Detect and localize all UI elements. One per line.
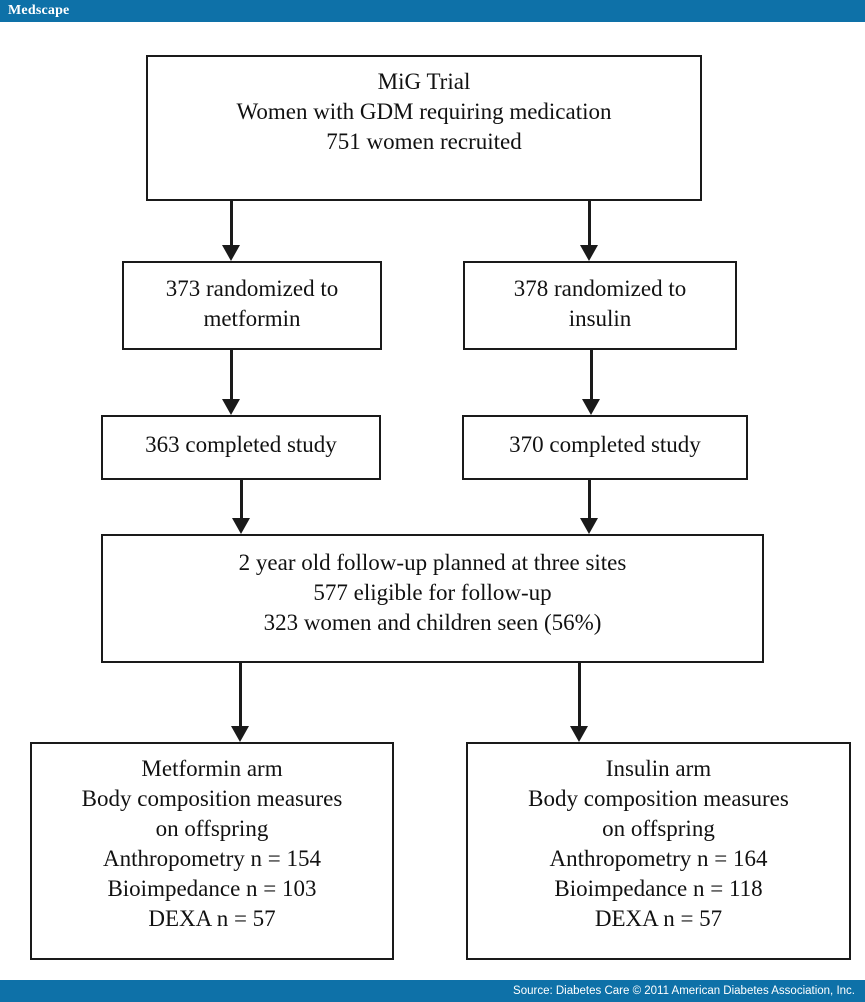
node-metformin-arm-line-6: DEXA n = 57	[148, 906, 276, 931]
node-insulin-arm-line-2: Body composition measures	[528, 786, 789, 811]
node-insulin-arm-line-6: DEXA n = 57	[594, 906, 723, 931]
node-metformin-arm-line-1: Metformin arm	[141, 756, 283, 781]
arrow-shaft	[239, 480, 243, 520]
arrow-completed-metformin-to-followup	[232, 480, 250, 534]
node-completed-metformin-line-1: 363 completed study	[145, 432, 337, 457]
source-footer-bar: Source: Diabetes Care © 2011 American Di…	[0, 980, 865, 1002]
arrow-enrollment-to-insulin	[580, 201, 598, 261]
medscape-header-bar: Medscape	[0, 0, 865, 22]
node-metformin-arm-line-3: on offspring	[155, 816, 269, 841]
arrow-shaft	[229, 201, 233, 247]
node-enrollment-line-2: Women with GDM requiring medication	[236, 99, 612, 124]
node-insulin-arm-line-3: on offspring	[602, 816, 715, 841]
arrow-followup-to-insulin-arm	[570, 663, 588, 742]
node-followup-line-1: 2 year old follow-up planned at three si…	[238, 550, 627, 575]
arrow-head-down-icon	[570, 726, 588, 742]
node-randomized-insulin: 378 randomized to insulin	[463, 261, 737, 350]
arrow-head-down-icon	[580, 245, 598, 261]
node-followup-line-2: 577 eligible for follow-up	[313, 580, 552, 605]
node-randomized-metformin-line-2: metformin	[203, 306, 301, 331]
arrow-followup-to-metformin-arm	[231, 663, 249, 742]
node-enrollment-line-1: MiG Trial	[377, 69, 471, 94]
node-insulin-arm: Insulin arm Body composition measures on…	[466, 742, 851, 960]
arrow-shaft	[577, 663, 581, 728]
arrow-insulin-to-completed	[582, 350, 600, 415]
arrow-shaft	[587, 480, 591, 520]
medscape-logo-text: Medscape	[8, 3, 70, 18]
arrow-metformin-to-completed	[222, 350, 240, 415]
arrow-completed-insulin-to-followup	[580, 480, 598, 534]
arrow-head-down-icon	[580, 518, 598, 534]
flowchart-canvas: MiG Trial Women with GDM requiring medic…	[0, 22, 865, 980]
arrow-head-down-icon	[222, 245, 240, 261]
node-insulin-arm-line-4: Anthropometry n = 164	[549, 846, 768, 871]
node-insulin-arm-line-1: Insulin arm	[605, 756, 712, 781]
node-insulin-arm-line-5: Bioimpedance n = 118	[554, 876, 763, 901]
node-enrollment: MiG Trial Women with GDM requiring medic…	[146, 55, 702, 201]
arrow-shaft	[229, 350, 233, 401]
arrow-shaft	[587, 201, 591, 247]
node-metformin-arm: Metformin arm Body composition measures …	[30, 742, 394, 960]
arrow-shaft	[589, 350, 593, 401]
arrow-enrollment-to-metformin	[222, 201, 240, 261]
arrow-shaft	[238, 663, 242, 728]
node-randomized-metformin-line-1: 373 randomized to	[165, 276, 339, 301]
arrow-head-down-icon	[222, 399, 240, 415]
node-completed-metformin: 363 completed study	[101, 415, 381, 480]
node-followup-line-3: 323 women and children seen (56%)	[263, 610, 602, 635]
node-metformin-arm-line-4: Anthropometry n = 154	[102, 846, 322, 871]
arrow-head-down-icon	[582, 399, 600, 415]
node-metformin-arm-line-5: Bioimpedance n = 103	[107, 876, 317, 901]
node-completed-insulin-line-1: 370 completed study	[509, 432, 701, 457]
node-randomized-metformin: 373 randomized to metformin	[122, 261, 382, 350]
node-completed-insulin: 370 completed study	[462, 415, 748, 480]
arrow-head-down-icon	[231, 726, 249, 742]
node-randomized-insulin-line-2: insulin	[568, 306, 632, 331]
node-followup: 2 year old follow-up planned at three si…	[101, 534, 764, 663]
node-randomized-insulin-line-1: 378 randomized to	[513, 276, 687, 301]
arrow-head-down-icon	[232, 518, 250, 534]
source-attribution-text: Source: Diabetes Care © 2011 American Di…	[513, 985, 855, 997]
node-enrollment-line-3: 751 women recruited	[326, 129, 522, 154]
node-metformin-arm-line-2: Body composition measures	[81, 786, 343, 811]
